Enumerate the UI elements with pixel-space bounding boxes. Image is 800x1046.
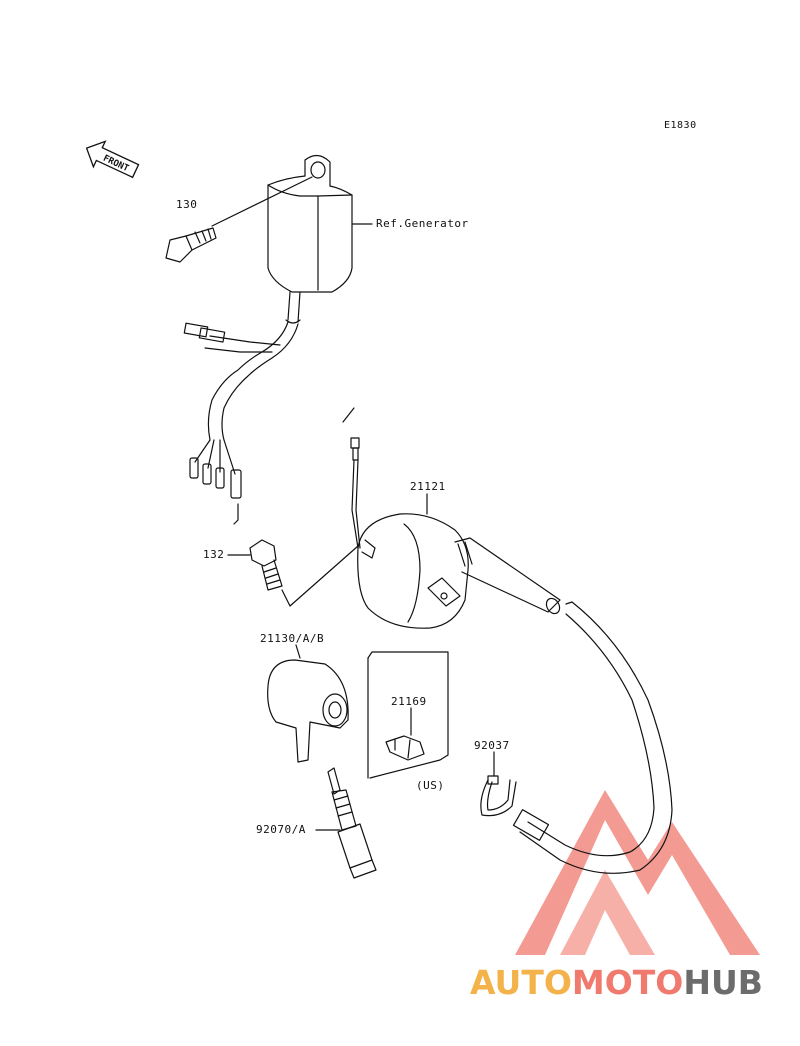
part-label-ref-generator: Ref.Generator [376, 217, 469, 230]
band-92037 [480, 751, 517, 817]
part-label-21169: 21169 [391, 695, 427, 708]
watermark-brand: AUTOMOTOHUB [470, 963, 763, 1002]
wiring-harness [183, 321, 355, 525]
ref-generator-unit [267, 154, 353, 324]
bolt-130 [165, 227, 217, 263]
clamp-21169-group [367, 651, 449, 779]
spark-plug-cap [267, 644, 349, 763]
ignition-coil [350, 437, 561, 629]
part-label-132: 132 [203, 548, 225, 561]
part-label-130: 130 [176, 198, 198, 211]
part-label-21130: 21130/A/B [260, 632, 325, 645]
brand-hub: HUB [683, 963, 763, 1002]
part-label-21121: 21121 [410, 480, 446, 493]
part-label-92070: 92070/A [256, 823, 306, 836]
bolt-132 [227, 539, 359, 607]
front-arrow-icon: FRONT [85, 140, 140, 179]
spark-plug [315, 767, 377, 879]
brand-moto: MOTO [571, 963, 684, 1002]
brand-auto: AUTO [470, 963, 572, 1002]
watermark-logo [515, 790, 760, 955]
high-tension-lead [512, 601, 673, 874]
part-label-92037: 92037 [474, 739, 510, 752]
us-note: (US) [416, 779, 445, 792]
diagram-code: E1830 [664, 120, 697, 131]
